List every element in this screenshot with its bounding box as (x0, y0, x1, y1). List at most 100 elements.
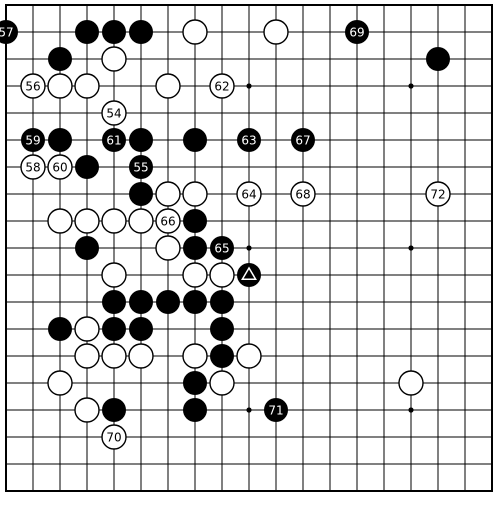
stone-disc (291, 128, 315, 152)
white-stone[interactable]: 70 (101, 424, 127, 450)
stone-disc (183, 398, 207, 422)
black-stone[interactable] (183, 398, 207, 422)
black-stone[interactable] (129, 20, 153, 44)
black-stone[interactable] (183, 290, 207, 314)
black-stone[interactable] (183, 128, 207, 152)
white-stone[interactable] (101, 208, 127, 234)
move-number: 55 (133, 161, 148, 175)
stone-disc (129, 290, 153, 314)
black-stone[interactable] (75, 20, 99, 44)
black-stone[interactable] (129, 317, 153, 341)
black-stone[interactable] (129, 290, 153, 314)
white-stone[interactable] (74, 73, 100, 99)
white-stone[interactable]: 56 (20, 73, 46, 99)
stone-disc (155, 208, 181, 234)
white-stone[interactable] (209, 370, 235, 396)
white-stone[interactable] (155, 235, 181, 261)
white-stone[interactable] (209, 262, 235, 288)
black-stone[interactable] (210, 290, 234, 314)
white-stone[interactable]: 62 (209, 73, 235, 99)
white-stone[interactable] (101, 343, 127, 369)
move-number: 66 (160, 215, 175, 229)
black-stone[interactable] (210, 344, 234, 368)
black-stone[interactable] (237, 263, 261, 287)
black-stone[interactable] (102, 398, 126, 422)
black-stone[interactable] (102, 317, 126, 341)
white-stone[interactable] (398, 370, 424, 396)
white-stone[interactable] (74, 316, 100, 342)
stone-disc (264, 398, 288, 422)
triangle-mark-icon (241, 266, 257, 280)
stone-disc (48, 47, 72, 71)
white-stone[interactable] (101, 262, 127, 288)
black-stone[interactable] (183, 209, 207, 233)
move-number: 61 (106, 134, 121, 148)
black-stone[interactable] (48, 128, 72, 152)
white-stone[interactable] (101, 46, 127, 72)
black-stone[interactable]: 65 (210, 236, 234, 260)
stone-disc (183, 236, 207, 260)
black-stone[interactable] (48, 47, 72, 71)
white-stone[interactable]: 54 (101, 100, 127, 126)
black-stone[interactable] (156, 290, 180, 314)
stone-disc (129, 155, 153, 179)
stone-disc (102, 128, 126, 152)
white-stone[interactable] (182, 19, 208, 45)
white-stone[interactable]: 58 (20, 154, 46, 180)
move-number: 71 (268, 404, 283, 418)
white-stone[interactable] (47, 370, 73, 396)
white-stone[interactable] (182, 181, 208, 207)
white-stone[interactable] (47, 73, 73, 99)
white-stone[interactable] (128, 208, 154, 234)
white-stone[interactable]: 60 (47, 154, 73, 180)
black-stone[interactable]: 61 (102, 128, 126, 152)
black-stone[interactable] (129, 182, 153, 206)
stone-disc (102, 317, 126, 341)
white-stone[interactable] (155, 73, 181, 99)
white-stone[interactable] (74, 397, 100, 423)
white-stone[interactable] (155, 181, 181, 207)
stone-disc (47, 370, 73, 396)
black-stone[interactable] (48, 317, 72, 341)
white-stone[interactable]: 72 (425, 181, 451, 207)
black-stone[interactable]: 55 (129, 155, 153, 179)
white-stone[interactable]: 64 (236, 181, 262, 207)
stone-disc (75, 155, 99, 179)
white-stone[interactable]: 66 (155, 208, 181, 234)
black-stone[interactable] (102, 20, 126, 44)
black-stone[interactable]: 71 (264, 398, 288, 422)
stone-disc (47, 154, 73, 180)
stone-disc (101, 343, 127, 369)
black-stone[interactable]: 67 (291, 128, 315, 152)
black-stone[interactable]: 59 (21, 128, 45, 152)
stone-disc (20, 73, 46, 99)
white-stone[interactable] (182, 343, 208, 369)
white-stone[interactable]: 68 (290, 181, 316, 207)
stone-disc (47, 208, 73, 234)
black-stone[interactable]: 69 (345, 20, 369, 44)
black-stone[interactable] (183, 371, 207, 395)
move-number: 64 (241, 188, 256, 202)
black-stone[interactable]: 63 (237, 128, 261, 152)
white-stone[interactable] (236, 343, 262, 369)
white-stone[interactable] (128, 343, 154, 369)
stone-disc (237, 263, 261, 287)
white-stone[interactable] (47, 208, 73, 234)
black-stone[interactable]: 57 (0, 20, 18, 44)
black-stone[interactable] (75, 236, 99, 260)
black-stone[interactable] (129, 128, 153, 152)
stone-disc (237, 128, 261, 152)
black-stone[interactable] (426, 47, 450, 71)
white-stone[interactable] (74, 343, 100, 369)
move-number: 69 (349, 26, 364, 40)
black-stone[interactable] (183, 236, 207, 260)
stone-disc (74, 343, 100, 369)
black-stone[interactable] (75, 155, 99, 179)
move-number: 68 (295, 188, 310, 202)
white-stone[interactable] (182, 262, 208, 288)
stone-disc (236, 343, 262, 369)
white-stone[interactable] (74, 208, 100, 234)
white-stone[interactable] (263, 19, 289, 45)
black-stone[interactable] (210, 317, 234, 341)
black-stone[interactable] (102, 290, 126, 314)
